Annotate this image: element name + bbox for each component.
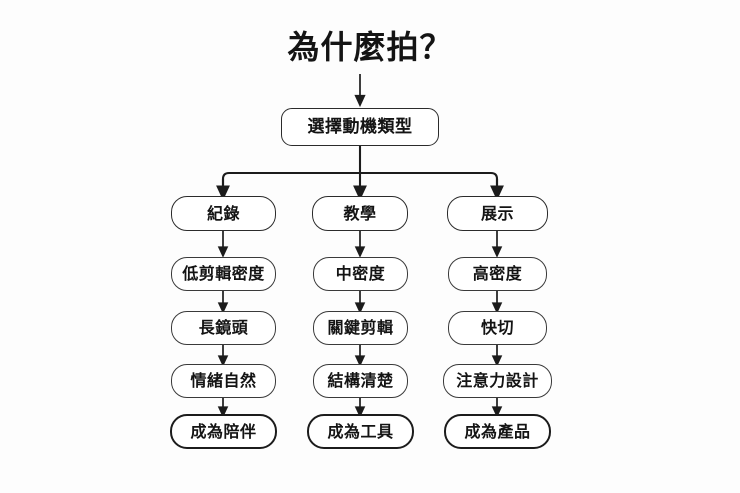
node-record-step-2[interactable]: 長鏡頭 (171, 311, 276, 345)
node-root-select-motivation[interactable]: 選擇動機類型 (281, 108, 439, 146)
node-branch-record[interactable]: 紀錄 (171, 196, 276, 231)
node-teaching-step-1[interactable]: 中密度 (313, 257, 408, 291)
node-display-outcome[interactable]: 成為產品 (444, 414, 551, 449)
node-record-outcome[interactable]: 成為陪伴 (170, 414, 277, 449)
node-branch-teaching[interactable]: 教學 (312, 196, 408, 231)
node-teaching-outcome[interactable]: 成為工具 (307, 414, 414, 449)
node-display-step-1[interactable]: 高密度 (448, 257, 547, 291)
page-title: 為什麼拍？ (287, 28, 453, 66)
node-teaching-step-3[interactable]: 結構清楚 (313, 364, 408, 398)
node-teaching-step-2[interactable]: 關鍵剪輯 (313, 311, 408, 345)
node-record-step-3[interactable]: 情緒自然 (171, 364, 276, 398)
node-branch-display[interactable]: 展示 (447, 196, 548, 231)
node-display-step-3[interactable]: 注意力設計 (443, 364, 552, 398)
node-display-step-2[interactable]: 快切 (448, 311, 547, 345)
node-record-step-1[interactable]: 低剪輯密度 (171, 257, 276, 291)
